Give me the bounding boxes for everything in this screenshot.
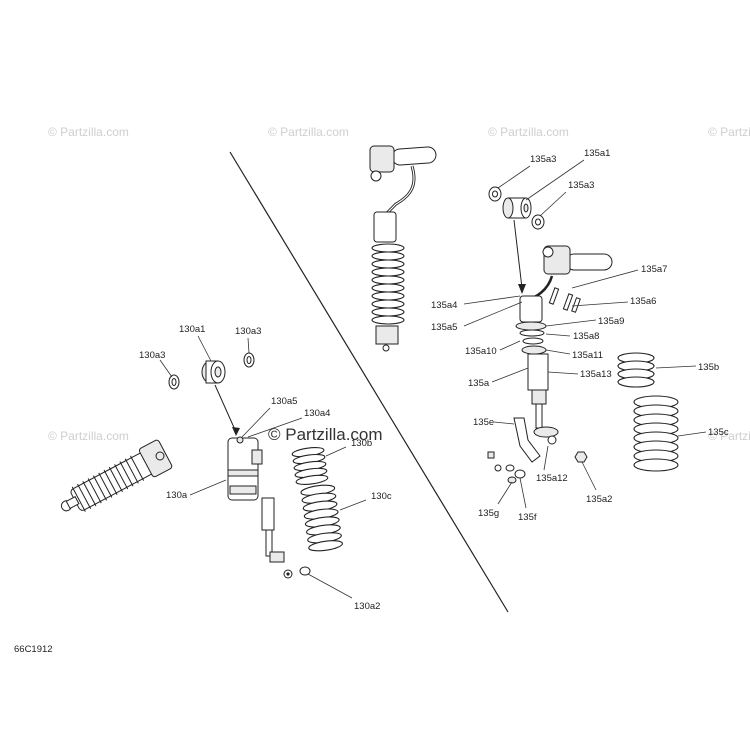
bracket-135e-illustration [513, 417, 541, 463]
callout-labels: 130a1 130a3 130a3 130a5 130a4 130b 130c … [139, 148, 729, 612]
hardware-135f-135g-illustration [487, 451, 526, 484]
install-arrow-130 [214, 384, 240, 436]
callout-130b: 130b [351, 438, 372, 449]
bushing-130a1-illustration [201, 360, 226, 384]
spring-130c-illustration [300, 484, 344, 552]
spring-130b-illustration [291, 447, 329, 485]
install-arrow-135 [513, 219, 526, 294]
callout-135a12: 135a12 [536, 473, 568, 484]
watermark: © Partzilla.com [488, 125, 569, 139]
shock-assembly-130-illustration [60, 439, 173, 512]
callout-135a5: 135a5 [431, 322, 457, 333]
callout-135a1: 135a1 [584, 148, 610, 159]
watermark-center: © Partzilla.com [268, 425, 383, 444]
callout-135a13: 135a13 [580, 369, 612, 380]
diagram-code: 66C1912 [14, 644, 53, 655]
callout-135b: 135b [698, 362, 719, 373]
callout-130a: 130a [166, 490, 188, 501]
reservoir-135a7-illustration [525, 245, 613, 302]
watermark: © Partzilla.com [48, 125, 129, 139]
spring-135c-illustration [633, 395, 679, 472]
callout-135a: 135a [468, 378, 490, 389]
callout-130a4: 130a4 [304, 408, 330, 419]
pins-135a6-illustration [548, 287, 581, 313]
bushing-135a1-illustration [502, 197, 532, 219]
callout-130a1: 130a1 [179, 324, 205, 335]
callout-135g: 135g [478, 508, 499, 519]
callout-135a3-right: 135a3 [568, 180, 594, 191]
callout-130a2: 130a2 [354, 601, 380, 612]
watermark-layer: © Partzilla.com © Partzilla.com © Partzi… [48, 125, 750, 444]
callout-130a3-left: 130a3 [139, 350, 165, 361]
watermark: © Partzilla.com [708, 125, 750, 139]
callout-130a3-right: 130a3 [235, 326, 261, 337]
nut-135a2-illustration [574, 451, 588, 463]
shock-body-130a-illustration [227, 436, 293, 579]
leader-lines-130 [159, 335, 367, 599]
callout-135a11: 135a11 [572, 350, 603, 361]
callout-135f: 135f [518, 512, 537, 523]
callout-135c: 135c [708, 427, 729, 438]
leader-lines-135 [463, 159, 707, 509]
section-divider-line [229, 151, 509, 613]
callout-135a6: 135a6 [630, 296, 656, 307]
callout-135a2: 135a2 [586, 494, 612, 505]
callout-130c: 130c [371, 491, 392, 502]
callout-135a9: 135a9 [598, 316, 624, 327]
callout-135a7: 135a7 [641, 264, 667, 275]
spring-135b-illustration [617, 352, 655, 388]
watermark: © Partzilla.com [268, 125, 349, 139]
shock-assembly-135-illustration [369, 145, 437, 352]
callout-135e: 135e [473, 417, 494, 428]
washer-130a2-illustration [299, 566, 311, 576]
watermark: © Partzilla.com [708, 429, 750, 443]
callout-135a3-top: 135a3 [530, 154, 556, 165]
callout-130a5: 130a5 [271, 396, 297, 407]
shock-body-135a-illustration [515, 295, 559, 445]
watermark: © Partzilla.com [48, 429, 129, 443]
callout-135a4: 135a4 [431, 300, 457, 311]
callout-135a8: 135a8 [573, 331, 599, 342]
callout-135a10: 135a10 [465, 346, 497, 357]
